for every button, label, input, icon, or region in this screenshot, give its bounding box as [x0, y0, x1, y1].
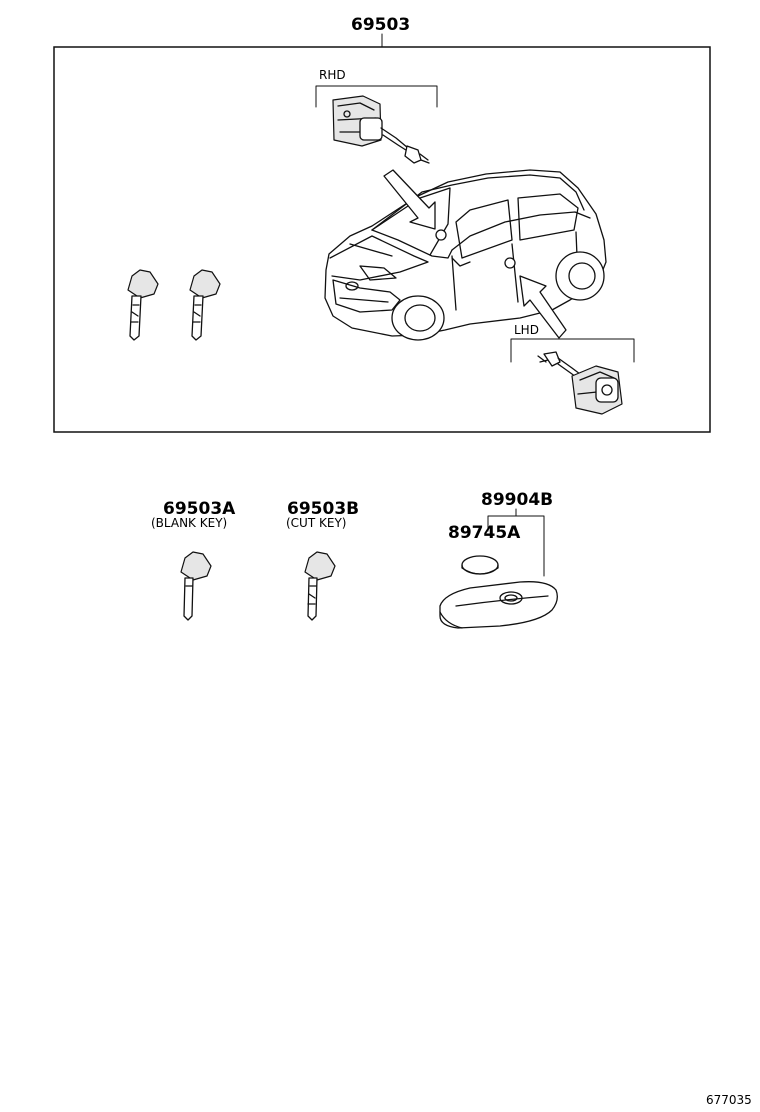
cut-key-part-number[interactable]: 69503B — [287, 499, 359, 519]
remote-transmitter-icon[interactable] — [439, 581, 558, 629]
blank-key-description: (BLANK KEY) — [151, 516, 227, 530]
remote-leader-bracket — [487, 515, 545, 577]
vehicle-illustration — [324, 169, 607, 341]
rhd-lock-cylinder-icon[interactable] — [332, 95, 430, 164]
rhd-label: RHD — [319, 68, 346, 82]
key-icon[interactable] — [127, 269, 159, 341]
remote-part-number[interactable]: 89904B — [481, 490, 553, 510]
cut-key-description: (CUT KEY) — [286, 516, 346, 530]
battery-part-number[interactable]: 89745A — [448, 523, 521, 543]
assembly-frame — [53, 46, 711, 433]
blank-key-icon[interactable] — [180, 551, 212, 621]
key-icon[interactable] — [189, 269, 221, 341]
assembly-part-number[interactable]: 69503 — [351, 15, 410, 35]
lhd-arrow-icon — [519, 275, 567, 339]
lhd-lock-cylinder-icon[interactable] — [537, 351, 623, 415]
figure-reference-number: 677035 — [706, 1093, 752, 1107]
lhd-lock-position-marker — [504, 257, 516, 269]
lhd-label: LHD — [514, 323, 539, 337]
battery-icon[interactable] — [461, 555, 499, 575]
rhd-bracket — [315, 85, 438, 108]
rhd-lock-position-marker — [435, 229, 447, 241]
blank-key-part-number[interactable]: 69503A — [163, 499, 236, 519]
rhd-arrow-icon — [383, 169, 436, 230]
cut-key-icon[interactable] — [304, 551, 336, 621]
lhd-bracket — [510, 338, 635, 363]
